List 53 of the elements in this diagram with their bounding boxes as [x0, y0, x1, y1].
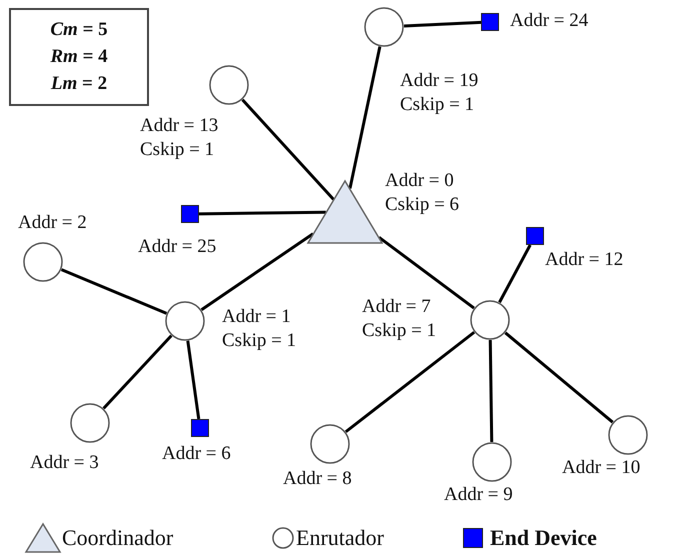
- address-label: Addr = 3: [30, 452, 99, 474]
- router-circle: [470, 300, 510, 340]
- address-label: Addr = 9: [444, 484, 513, 506]
- link-line: [404, 20, 482, 28]
- address-label: Cskip = 1: [400, 94, 474, 116]
- link-line: [60, 268, 168, 315]
- address-label: Cskip = 1: [362, 320, 436, 342]
- router-circle: [364, 7, 404, 47]
- legend-label: End Device: [490, 525, 597, 551]
- address-label: Addr = 2: [18, 212, 87, 234]
- end-device-square: [526, 227, 544, 245]
- address-label: Cskip = 1: [140, 139, 214, 161]
- address-label: Addr = 8: [283, 468, 352, 490]
- link-line: [378, 236, 475, 310]
- parameter-text: Rm = 4: [49, 45, 109, 69]
- router-circle: [165, 301, 205, 341]
- parameter-text: Cm = 5: [49, 18, 109, 42]
- address-label: Addr = 6: [162, 443, 231, 465]
- link-line: [198, 210, 326, 216]
- link-line: [200, 232, 314, 311]
- address-label: Cskip = 1: [222, 330, 296, 352]
- end-device-square: [181, 205, 199, 223]
- address-label: Addr = 10: [562, 457, 640, 479]
- router-circle: [472, 442, 512, 482]
- address-label: Addr = 1: [222, 306, 291, 328]
- router-circle: [310, 424, 350, 464]
- link-line: [504, 332, 614, 424]
- router-circle: [209, 65, 249, 105]
- address-label: Addr = 0: [385, 170, 454, 192]
- address-label: Addr = 7: [362, 296, 431, 318]
- link-line: [498, 244, 532, 304]
- legend-label: Enrutador: [296, 525, 384, 551]
- address-label: Addr = 25: [138, 236, 216, 258]
- end-device-square: [481, 13, 499, 31]
- legend-label: Coordinador: [62, 525, 174, 551]
- link-line: [348, 46, 382, 189]
- end-device-square: [191, 419, 209, 437]
- coordinator-triangle: [307, 180, 383, 244]
- link-line: [241, 98, 335, 200]
- address-label: Addr = 24: [510, 10, 588, 32]
- router-circle: [608, 415, 648, 455]
- link-line: [344, 331, 476, 433]
- address-label: Cskip = 6: [385, 194, 460, 216]
- link-line: [488, 340, 494, 442]
- address-label: Addr = 19: [400, 70, 478, 92]
- address-label: Addr = 12: [545, 249, 624, 271]
- router-circle: [70, 403, 110, 443]
- address-label: Addr = 13: [140, 115, 218, 137]
- router-circle: [23, 242, 63, 282]
- parameter-box: [9, 8, 149, 106]
- link-line: [102, 334, 172, 410]
- parameter-text: Lm = 2: [50, 72, 108, 96]
- link-line: [186, 340, 200, 420]
